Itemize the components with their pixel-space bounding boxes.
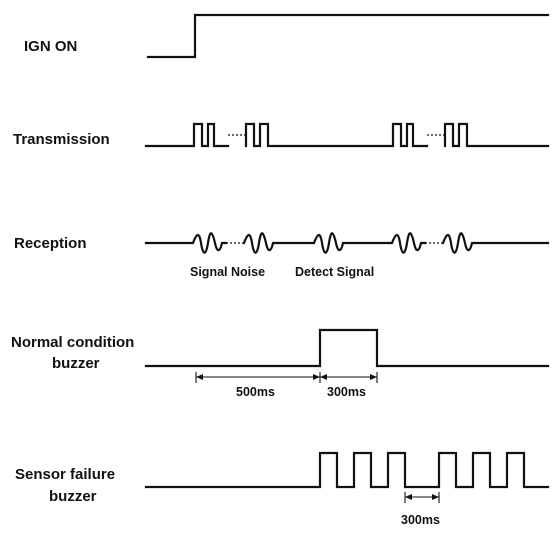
dim-arrow-500-right: [313, 374, 320, 380]
signal-noise-label: Signal Noise: [190, 265, 265, 279]
dim-arrow-300-left: [320, 374, 327, 380]
reception-label: Reception: [14, 235, 87, 252]
transmission-waveform: [144, 122, 550, 148]
normal-buzzer-label-line2: buzzer: [52, 355, 100, 372]
reception-waveform: [144, 232, 550, 254]
failure-buzzer-waveform: [144, 451, 550, 489]
transmission-label: Transmission: [13, 131, 110, 148]
dim-arrow-500-left: [196, 374, 203, 380]
failure-buzzer-label-line1: Sensor failure: [15, 466, 115, 483]
dim-arrow-failure-right: [432, 494, 439, 500]
failure-buzzer-label-line2: buzzer: [49, 488, 97, 505]
duration-300ms-failure-label: 300ms: [401, 513, 440, 527]
normal-buzzer-waveform: [144, 328, 550, 368]
duration-500ms-label: 500ms: [236, 385, 275, 399]
dim-arrow-failure-left: [405, 494, 412, 500]
ign-on-waveform: [146, 13, 550, 59]
ign-on-label: IGN ON: [24, 38, 77, 55]
detect-signal-label: Detect Signal: [295, 265, 374, 279]
dim-arrow-300-right: [370, 374, 377, 380]
duration-300ms-normal-label: 300ms: [327, 385, 366, 399]
normal-buzzer-label-line1: Normal condition: [11, 334, 134, 351]
